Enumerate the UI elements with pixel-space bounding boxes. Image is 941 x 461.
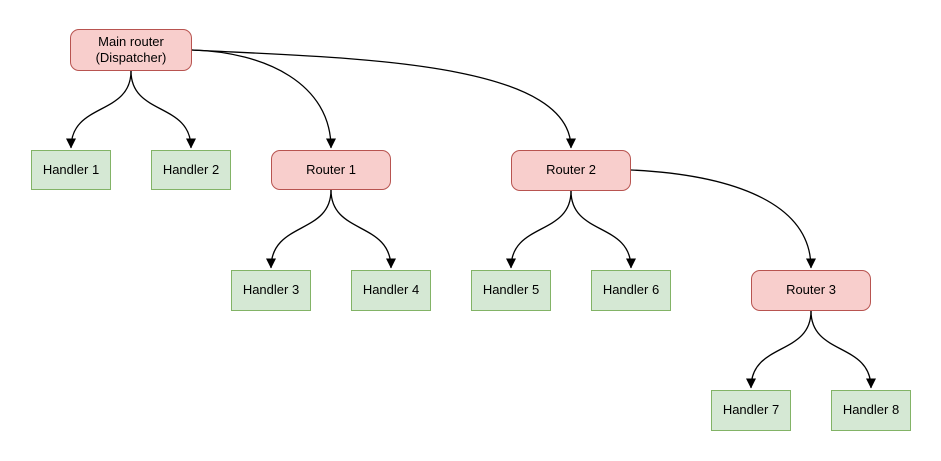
edge-router-3-to-handler-7 bbox=[746, 310, 812, 389]
node-main-router: Main router (Dispatcher) bbox=[70, 29, 192, 71]
node-handler-1: Handler 1 bbox=[31, 150, 111, 190]
edge-router-1-to-handler-4 bbox=[330, 189, 396, 269]
edges-group bbox=[66, 49, 876, 389]
node-handler-4: Handler 4 bbox=[351, 270, 431, 311]
node-label-handler-5: Handler 5 bbox=[482, 282, 540, 298]
node-label-router-2: Router 2 bbox=[546, 162, 596, 178]
node-handler-2: Handler 2 bbox=[151, 150, 231, 190]
node-handler-8: Handler 8 bbox=[831, 390, 911, 431]
node-label-handler-3: Handler 3 bbox=[242, 282, 300, 298]
node-handler-3: Handler 3 bbox=[231, 270, 311, 311]
node-label-handler-2: Handler 2 bbox=[162, 161, 220, 177]
node-handler-5: Handler 5 bbox=[471, 270, 551, 311]
node-router-1: Router 1 bbox=[271, 150, 391, 190]
node-label-main-router: Main router (Dispatcher) bbox=[95, 33, 167, 65]
edge-router-1-to-handler-3 bbox=[266, 189, 332, 269]
node-label-handler-8: Handler 8 bbox=[842, 402, 900, 418]
node-label-handler-1: Handler 1 bbox=[42, 161, 100, 177]
node-handler-6: Handler 6 bbox=[591, 270, 671, 311]
edge-router-2-to-handler-6 bbox=[570, 190, 636, 269]
edge-main-router-to-router-1 bbox=[191, 49, 336, 149]
node-label-handler-7: Handler 7 bbox=[722, 402, 780, 418]
node-handler-7: Handler 7 bbox=[711, 390, 791, 431]
edge-router-3-to-handler-8 bbox=[810, 310, 876, 389]
node-router-3: Router 3 bbox=[751, 270, 871, 311]
edge-main-router-to-router-2 bbox=[191, 49, 576, 149]
edge-router-2-to-handler-5 bbox=[506, 190, 572, 269]
node-label-handler-4: Handler 4 bbox=[362, 282, 420, 298]
node-router-2: Router 2 bbox=[511, 150, 631, 191]
edge-main-router-to-handler-1 bbox=[66, 70, 132, 149]
node-label-router-3: Router 3 bbox=[786, 282, 836, 298]
edge-router-2-to-router-3 bbox=[630, 169, 816, 269]
edge-main-router-to-handler-2 bbox=[130, 70, 196, 149]
node-label-handler-6: Handler 6 bbox=[602, 282, 660, 298]
node-label-router-1: Router 1 bbox=[306, 161, 356, 177]
